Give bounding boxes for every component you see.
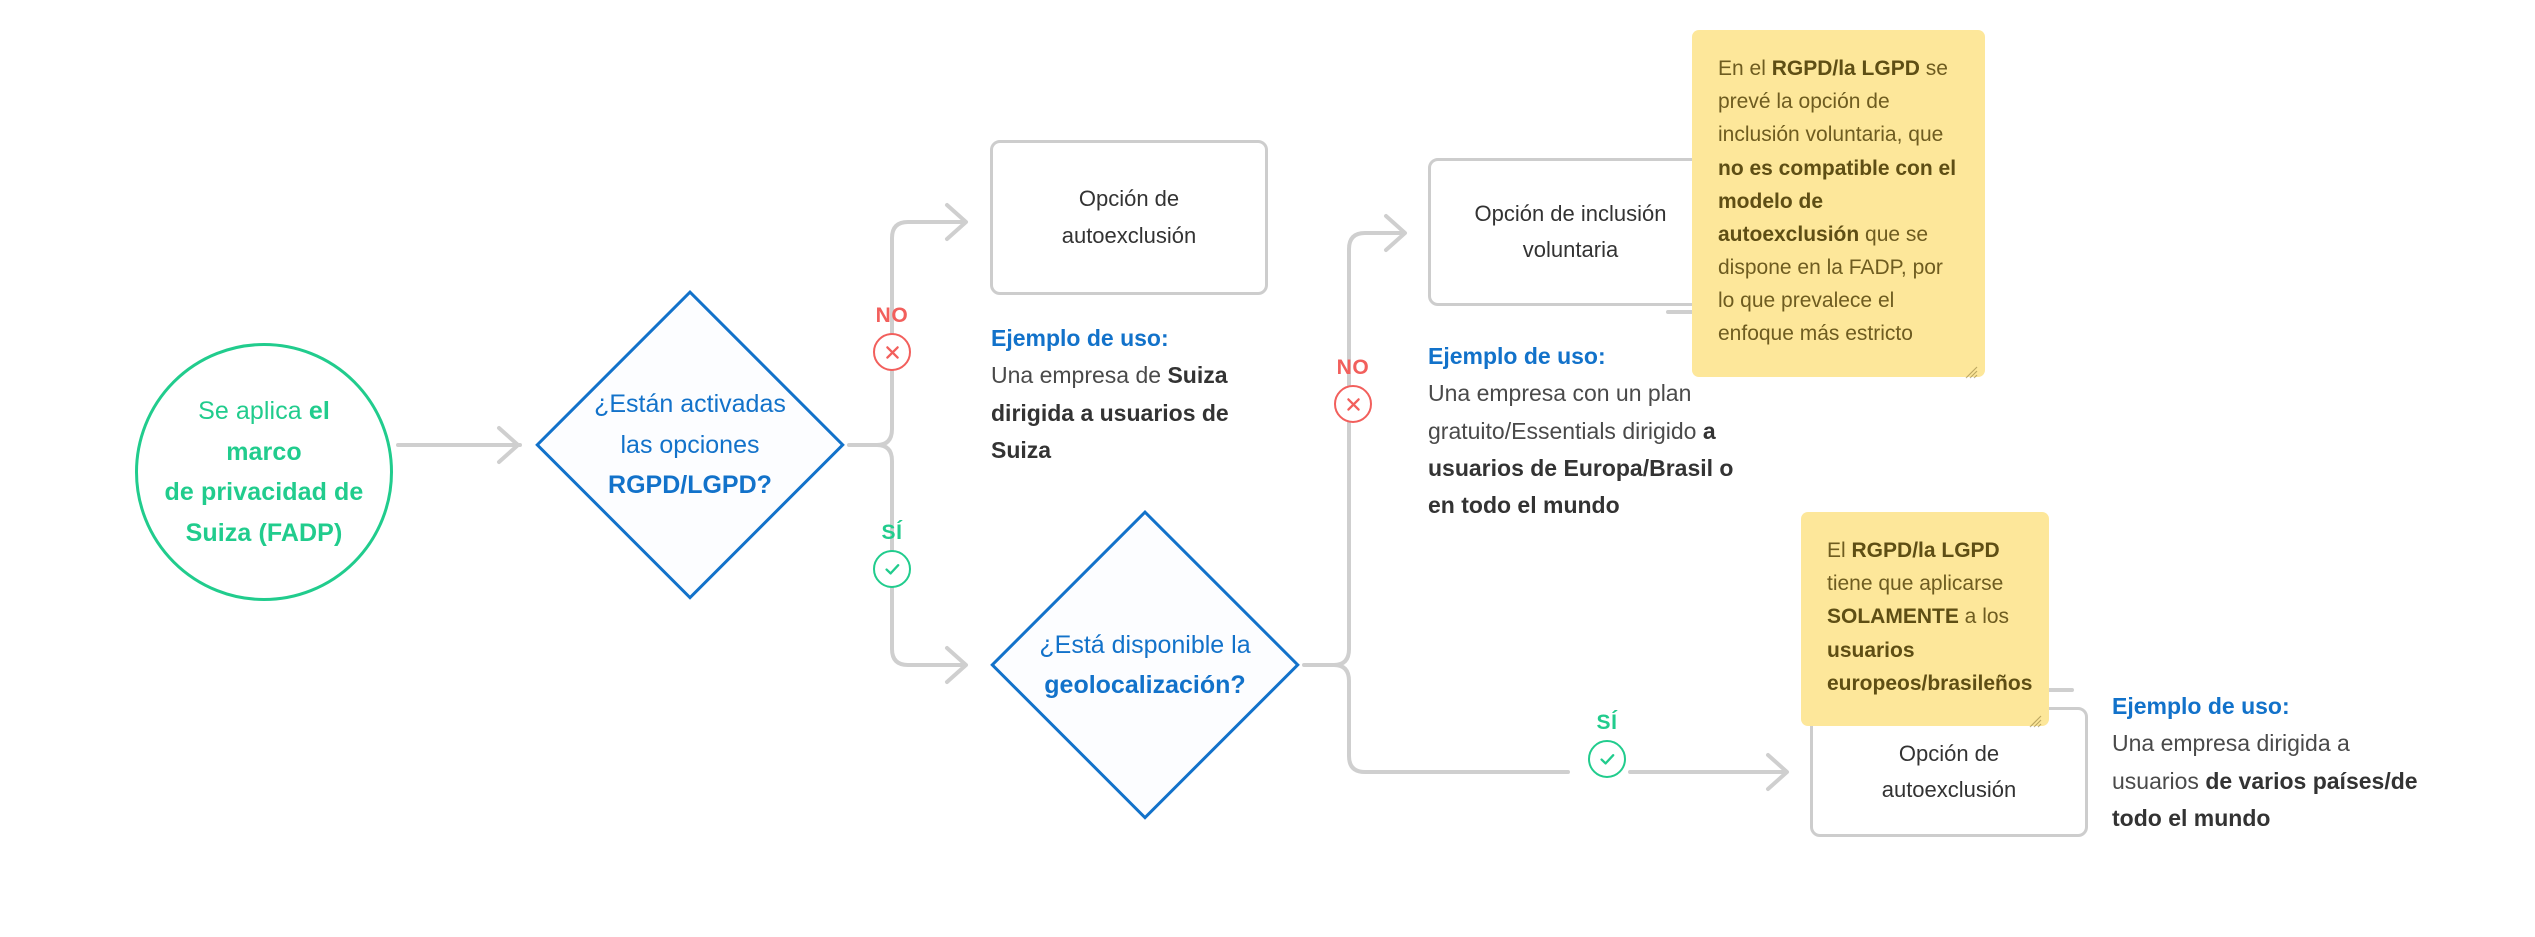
wire-geo-no [1332, 231, 1406, 667]
start-node-fadp[interactable]: Se aplica el marco de privacidad de Suiz… [135, 343, 393, 601]
decision-gdpr-lgpd-enabled[interactable]: ¿Están activadas las opciones RGPD/LGPD? [535, 290, 845, 600]
decision-gdpr-line3: RGPD/LGPD? [608, 471, 772, 500]
start-text-bold-3: Suiza (FADP) [185, 518, 343, 547]
outcome-optout2-line2: autoexclusión [1881, 777, 2017, 802]
note1-seg3: se prevé la opción de inclusión voluntar… [1718, 57, 1948, 147]
outcome-optout1-line2: autoexclusión [1061, 222, 1197, 248]
note2-seg6: usuarios europeos/brasileños [1827, 638, 2033, 695]
circle-check-icon [873, 550, 911, 588]
branch-badge-no-geo-label: NO [1336, 356, 1370, 379]
outcome-box-optout-swiss[interactable]: Opción de autoexclusión [990, 140, 1268, 295]
branch-badge-no-gdpr-label: NO [875, 304, 909, 327]
circle-check-icon [1588, 740, 1626, 778]
outcome-optout2-line1: Opción de [1898, 740, 2000, 766]
sticky-note-optin-incompatible[interactable]: En el RGPD/la LGPD se prevé la opción de… [1692, 30, 1985, 378]
usecase-annotation-global: Ejemplo de uso: Una empresa dirigida a u… [2112, 688, 2442, 837]
resize-grip-icon[interactable] [2028, 705, 2042, 728]
usecase-eu-bold: a usuarios de Europa/Brasil o en todo el… [1428, 417, 1734, 519]
usecase-swiss-normal: Una empresa de [991, 362, 1168, 389]
note2-seg2: RGPD/la LGPD [1851, 539, 2000, 562]
arrowhead-gdpr-yes [945, 646, 968, 684]
outcome-box-optout-global[interactable]: Opción de autoexclusión [1810, 707, 2088, 837]
decision-gdpr-line2: las opciones [620, 430, 760, 459]
circle-x-icon [873, 333, 911, 371]
note2-seg1: El [1827, 539, 1852, 562]
start-text-bold-1: el marco [226, 397, 330, 466]
wire-geo-yes [1332, 663, 1570, 774]
branch-badge-yes-geo: SÍ [1588, 712, 1626, 778]
note1-seg2: RGPD/la LGPD [1771, 57, 1920, 80]
arrowhead-start-to-gdpr [497, 426, 520, 464]
note1-seg4: no es compatible con el modelo de autoex… [1718, 156, 1957, 246]
decision-gdpr-line1: ¿Están activadas [594, 390, 786, 419]
outcome-box-optout-global-label: Opción de autoexclusión [1882, 736, 2017, 809]
outcome-optin-line1: Opción de inclusión [1474, 200, 1667, 226]
outcome-box-optin-label: Opción de inclusión voluntaria [1474, 196, 1666, 269]
branch-badge-yes-gdpr: SÍ [873, 522, 911, 588]
note2-seg4: SOLAMENTE [1827, 605, 1959, 629]
decision-geo-line1: ¿Está disponible la [1039, 630, 1251, 659]
branch-badge-no-geo: NO [1334, 357, 1372, 423]
usecase-heading: Ejemplo de uso: [2112, 693, 2290, 719]
note2-seg3: tiene que aplicarse [1827, 572, 2004, 596]
usecase-global-bold: de varios países/de todo el mundo [2112, 767, 2418, 831]
usecase-heading: Ejemplo de uso: [991, 325, 1169, 351]
branch-badge-yes-gdpr-label: SÍ [881, 521, 903, 544]
note2-seg5: a los [1958, 605, 2010, 629]
usecase-annotation-swiss: Ejemplo de uso: Una empresa de Suiza dir… [991, 320, 1281, 469]
start-node-label: Se aplica el marco de privacidad de Suiz… [160, 391, 368, 553]
usecase-annotation-europe-brazil: Ejemplo de uso: Una empresa con un plan … [1428, 338, 1758, 524]
usecase-eu-normal: Una empresa con un plan gratuito/Essenti… [1428, 380, 1703, 444]
usecase-heading: Ejemplo de uso: [1428, 343, 1606, 369]
decision-gdpr-label: ¿Están activadas las opciones RGPD/LGPD? [569, 384, 811, 506]
circle-x-icon [1334, 385, 1372, 423]
outcome-box-optout-swiss-label: Opción de autoexclusión [1062, 181, 1197, 254]
branch-badge-yes-geo-label: SÍ [1596, 711, 1618, 734]
decision-geo-line2: geolocalización? [1044, 671, 1246, 699]
usecase-swiss-bold: Suiza dirigida a usuarios de Suiza [991, 362, 1229, 463]
note1-seg5: que se dispone en la FADP, por lo que pr… [1718, 222, 1943, 346]
sticky-note-gdpr-eu-only[interactable]: El RGPD/la LGPD tiene que aplicarse SOLA… [1801, 512, 2049, 728]
arrowhead-geo-no [1384, 214, 1407, 252]
arrowhead-gdpr-no [945, 203, 968, 241]
branch-badge-no-gdpr: NO [873, 305, 911, 371]
outcome-box-optin[interactable]: Opción de inclusión voluntaria [1428, 158, 1713, 306]
decision-geo-label: ¿Está disponible la geolocalización? [1024, 625, 1266, 706]
resize-grip-icon[interactable] [1964, 356, 1978, 378]
outcome-optin-line2: voluntaria [1522, 237, 1619, 262]
outcome-optout1-line1: Opción de [1078, 186, 1180, 212]
start-text-bold-2: de privacidad de [164, 478, 364, 506]
arrowhead-geo-yes [1766, 753, 1789, 791]
start-text-normal: Se aplica [198, 397, 309, 425]
usecase-global-normal: Una empresa dirigida a usuarios [2112, 730, 2350, 794]
decision-geolocation-available[interactable]: ¿Está disponible la geolocalización? [990, 510, 1300, 820]
note1-seg1: En el [1718, 57, 1772, 80]
